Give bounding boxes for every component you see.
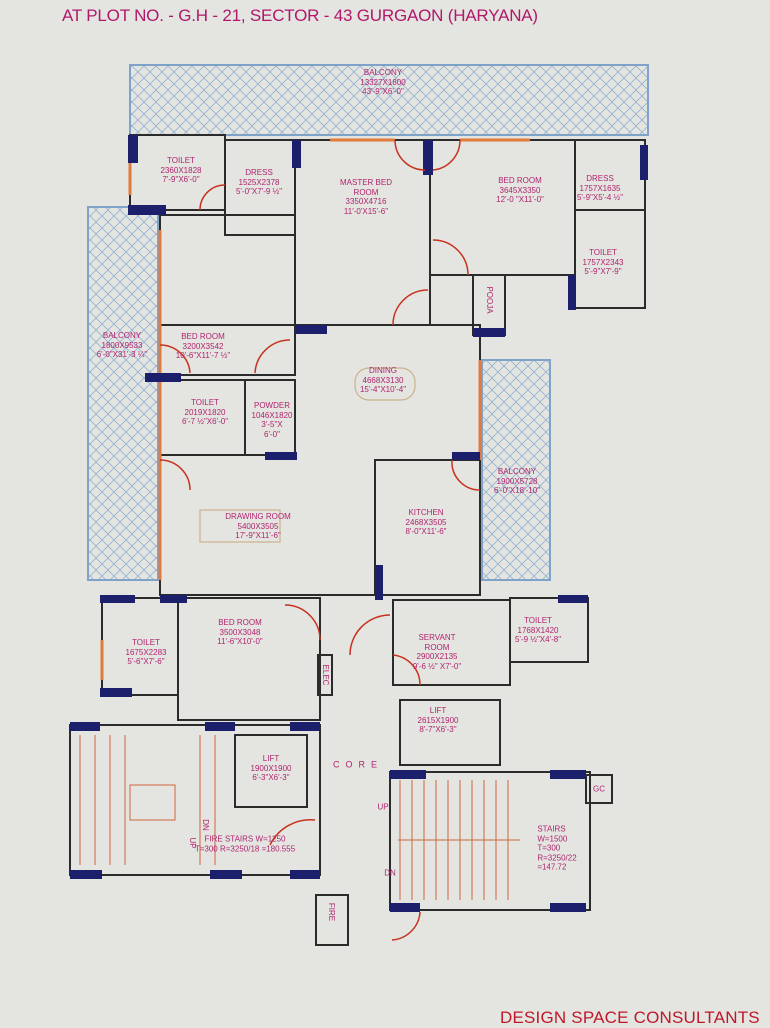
fire-shaft-label: FIRE: [326, 902, 336, 922]
fire-stairs-wall: [69, 724, 321, 876]
master-bed-wall: [294, 139, 431, 326]
balcony-top-area: [129, 64, 649, 136]
kitchen-wall: [374, 459, 481, 596]
elec-wall: [317, 654, 333, 696]
lift-left-wall: [234, 734, 308, 808]
gc-label: GC: [593, 784, 605, 794]
balcony-right-area: [481, 359, 551, 581]
lift-right-wall: [399, 699, 501, 766]
stairs-dn-label: DN: [384, 868, 396, 878]
balcony-left-area: [87, 206, 159, 581]
toilet-right-wall: [574, 209, 646, 309]
project-address: AT PLOT NO. - G.H - 21, SECTOR - 43 GURG…: [62, 6, 538, 25]
elec-label: ELEC: [320, 664, 330, 686]
gc-wall: [585, 774, 613, 804]
stairs-up-label: UP: [377, 802, 389, 812]
fire-shaft-wall: [315, 894, 349, 946]
stairs-wall: [389, 771, 591, 911]
pooja-label: POOJA: [484, 286, 494, 314]
fire-stairs-up-label: UP: [187, 837, 197, 849]
bed-bottom-wall: [177, 597, 321, 721]
core-label: CORE: [332, 759, 384, 770]
consultant-name: DESIGN SPACE CONSULTANTS: [500, 1008, 760, 1027]
fire-stairs-dn-label: DN: [200, 819, 210, 831]
toilet-servant-wall: [509, 597, 589, 663]
